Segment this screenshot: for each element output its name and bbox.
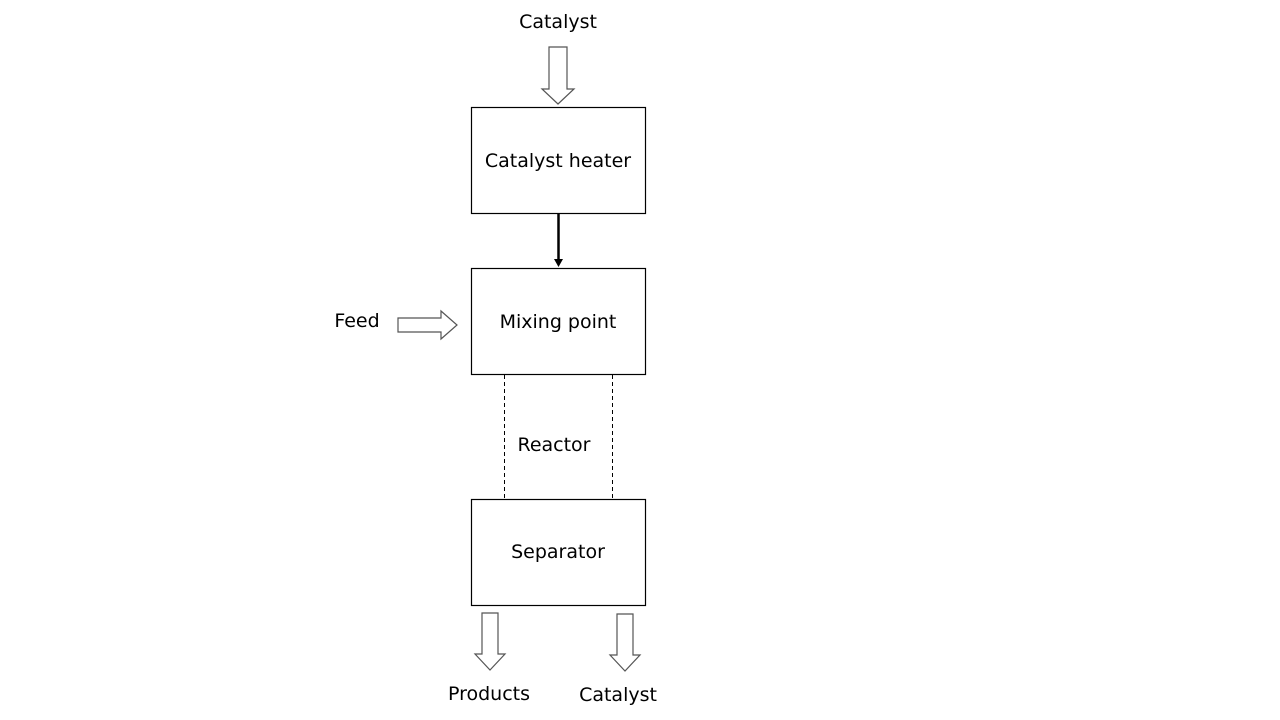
catalyst-output-arrow xyxy=(608,613,642,672)
products-arrow xyxy=(473,612,507,671)
feed-arrow xyxy=(397,309,458,341)
catalyst-heater-block: Catalyst heater xyxy=(470,106,647,215)
catalyst-heater-label: Catalyst heater xyxy=(485,150,631,172)
separator-block: Separator xyxy=(470,498,647,607)
heater-to-mixer-arrow xyxy=(554,214,563,267)
separator-label: Separator xyxy=(511,541,605,563)
catalyst-input-label: Catalyst xyxy=(519,11,597,33)
reactor-label: Reactor xyxy=(517,434,590,456)
feed-label: Feed xyxy=(334,310,379,332)
mixing-point-label: Mixing point xyxy=(500,311,617,333)
products-label: Products xyxy=(448,683,530,705)
reactor-section: Reactor xyxy=(504,375,613,499)
catalyst-output-label: Catalyst xyxy=(579,684,657,706)
catalyst-input-arrow xyxy=(540,46,576,105)
mixing-point-block: Mixing point xyxy=(470,267,647,376)
